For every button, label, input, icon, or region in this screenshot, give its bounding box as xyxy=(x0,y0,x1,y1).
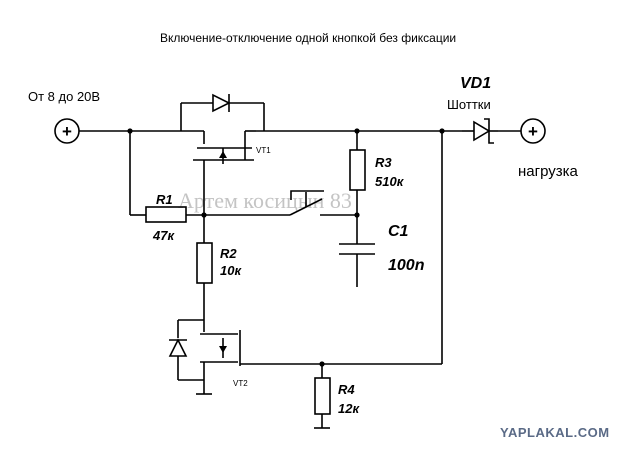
input-voltage-label: От 8 до 20В xyxy=(28,89,100,104)
vd1-designator: VD1 xyxy=(460,75,491,92)
vt2-designator: VT2 xyxy=(233,379,248,388)
watermark: Артем косицын 83 xyxy=(178,188,352,213)
vt1-designator: VT1 xyxy=(256,146,271,155)
c1-capacitor xyxy=(339,243,375,255)
diagram-title: Включение-отключение одной кнопкой без ф… xyxy=(160,31,456,45)
vt1-transistor xyxy=(180,93,265,178)
r3-resistor xyxy=(349,149,366,191)
r1-designator: R1 xyxy=(156,192,173,207)
wires xyxy=(79,130,521,428)
r1-value: 47к xyxy=(152,228,175,243)
c1-designator: C1 xyxy=(388,223,409,240)
c1-value: 100n xyxy=(388,257,425,274)
output-terminal: + xyxy=(520,118,546,144)
junction-dots xyxy=(127,128,445,367)
output-load-label: нагрузка xyxy=(518,163,579,180)
r3-designator: R3 xyxy=(375,155,392,170)
output-plus-symbol: + xyxy=(528,122,538,141)
r1-resistor xyxy=(145,206,187,223)
r2-resistor xyxy=(196,242,213,284)
input-terminal: + xyxy=(54,118,80,144)
r4-designator: R4 xyxy=(338,382,355,397)
brand-watermark: YAPLAKAL.COM xyxy=(500,425,610,440)
r4-resistor xyxy=(314,377,331,415)
pushbutton-switch xyxy=(289,190,324,216)
vt2-transistor xyxy=(168,319,241,395)
r2-designator: R2 xyxy=(220,246,237,261)
vd1-diode xyxy=(462,118,498,144)
r4-value: 12к xyxy=(338,401,360,416)
r2-value: 10к xyxy=(220,263,242,278)
r3-value: 510к xyxy=(375,174,405,189)
input-plus-symbol: + xyxy=(62,122,72,141)
vd1-type-label: Шоттки xyxy=(447,97,491,112)
